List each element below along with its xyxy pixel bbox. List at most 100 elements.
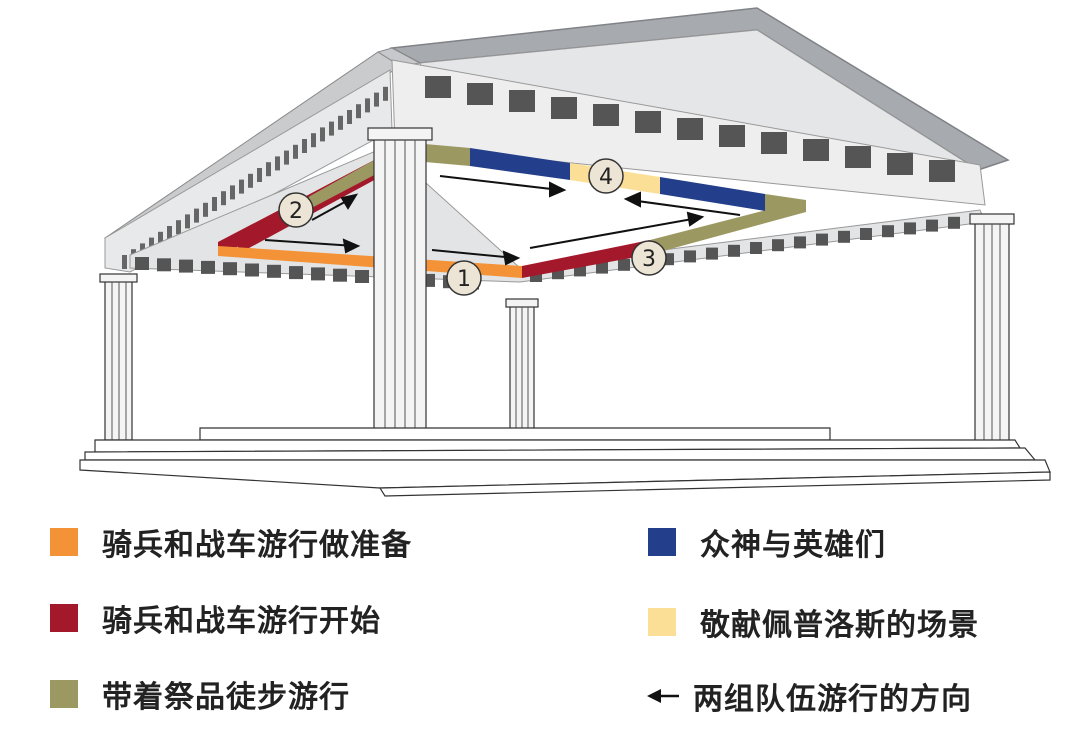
- metope-block: [383, 86, 388, 101]
- metope-block: [239, 179, 244, 194]
- metope-block: [311, 267, 325, 281]
- metope-block: [267, 264, 281, 278]
- parthenon-frieze-diagram: 1 2 3 4: [79, 7, 1051, 497]
- metope-block: [248, 173, 253, 188]
- metope-block: [761, 132, 787, 154]
- metope-block: [596, 261, 608, 274]
- frieze-olive-right: [650, 200, 806, 254]
- metope-block: [684, 250, 696, 263]
- legend-item-red: 骑兵和战车游行开始: [50, 598, 381, 639]
- marker-2: 2: [278, 192, 314, 228]
- metope-block: [167, 226, 172, 240]
- metope-block: [179, 259, 193, 273]
- svg-text:2: 2: [289, 199, 303, 224]
- metope-block: [203, 202, 208, 217]
- metope-block: [284, 150, 289, 165]
- metope-block: [320, 127, 325, 142]
- metope-block: [122, 255, 127, 269]
- metope-block: [311, 133, 316, 148]
- legend-label: 骑兵和战车游行开始: [102, 604, 381, 639]
- frieze-navy-top-left: [470, 148, 570, 180]
- metope-block: [157, 258, 171, 272]
- legend-label: 敬献佩普洛斯的场景: [700, 608, 979, 643]
- metope-block: [838, 230, 850, 243]
- metope-block: [926, 219, 938, 232]
- metope-block: [706, 247, 718, 260]
- legend-label: 带着祭品徒步游行: [102, 680, 350, 715]
- metope-block: [365, 98, 370, 113]
- left-entablature: [103, 51, 401, 273]
- metope-block: [289, 266, 303, 280]
- frieze-red-right: [522, 240, 652, 278]
- legend-item-navy: 众神与英雄们: [648, 522, 886, 563]
- metope-block: [212, 197, 217, 211]
- metope-block: [948, 216, 960, 229]
- metope-block: [772, 239, 784, 252]
- frieze-orange: [218, 246, 522, 278]
- frieze-navy-top-right: [660, 177, 765, 211]
- legend-item-orange: 骑兵和战车游行做准备: [50, 522, 412, 563]
- metope-block: [201, 260, 215, 274]
- metope-block: [728, 244, 740, 257]
- metope-block: [887, 153, 913, 175]
- metope-block: [302, 139, 307, 153]
- metope-block: [816, 233, 828, 246]
- metope-block: [467, 83, 493, 105]
- metope-block: [221, 191, 226, 206]
- svg-text:3: 3: [642, 247, 656, 272]
- metope-block: [223, 262, 237, 276]
- legend-item-cream: 敬献佩普洛斯的场景: [648, 602, 979, 643]
- legend-item-olive: 带着祭品徒步游行: [50, 674, 350, 715]
- marker-3: 3: [631, 240, 667, 276]
- metope-block: [194, 208, 199, 223]
- metope-block: [230, 185, 235, 200]
- legend-label: 两组队伍游行的方向: [693, 682, 972, 717]
- swatch-navy: [648, 528, 676, 556]
- metope-block: [509, 90, 535, 112]
- metope-block: [551, 97, 577, 119]
- metope-block: [257, 168, 262, 182]
- metope-block: [882, 225, 894, 238]
- metope-block: [618, 258, 630, 271]
- marker-4: 4: [588, 158, 624, 194]
- metope-block: [794, 236, 806, 249]
- metope-block: [425, 76, 451, 98]
- metope-block: [929, 160, 955, 182]
- swatch-red: [50, 604, 78, 632]
- legend-label: 众神与英雄们: [700, 528, 886, 563]
- frieze-red-corner: [218, 207, 290, 256]
- metope-block: [158, 231, 163, 246]
- front-entablature: [391, 59, 986, 206]
- metope-block: [275, 156, 280, 171]
- metope-block: [635, 111, 661, 133]
- metope-block: [750, 242, 762, 254]
- arrow-left-icon: [647, 689, 679, 703]
- marker-1: 1: [446, 260, 482, 296]
- metope-block: [176, 220, 181, 235]
- metope-block: [149, 237, 154, 252]
- frieze-olive-top-right: [765, 194, 806, 212]
- metope-block: [845, 146, 871, 168]
- svg-text:1: 1: [457, 267, 471, 292]
- swatch-orange: [50, 528, 78, 556]
- column-front: [373, 137, 427, 439]
- metope-block: [593, 104, 619, 126]
- metope-block: [266, 162, 271, 177]
- metope-block: [333, 268, 347, 282]
- metope-block: [135, 257, 149, 270]
- metope-block: [338, 115, 343, 130]
- metope-block: [803, 139, 829, 161]
- swatch-olive: [50, 680, 78, 708]
- columns: [99, 127, 1015, 445]
- metope-block: [356, 104, 361, 119]
- metope-block: [185, 214, 190, 229]
- metope-block: [355, 270, 369, 283]
- legend-label: 骑兵和战车游行做准备: [102, 528, 412, 563]
- metope-block: [904, 222, 916, 235]
- metope-block: [719, 125, 745, 147]
- metope-block: [347, 110, 352, 124]
- metope-block: [293, 144, 298, 159]
- direction-arrows: [264, 175, 741, 266]
- metope-block: [677, 118, 703, 140]
- swatch-cream: [648, 608, 676, 636]
